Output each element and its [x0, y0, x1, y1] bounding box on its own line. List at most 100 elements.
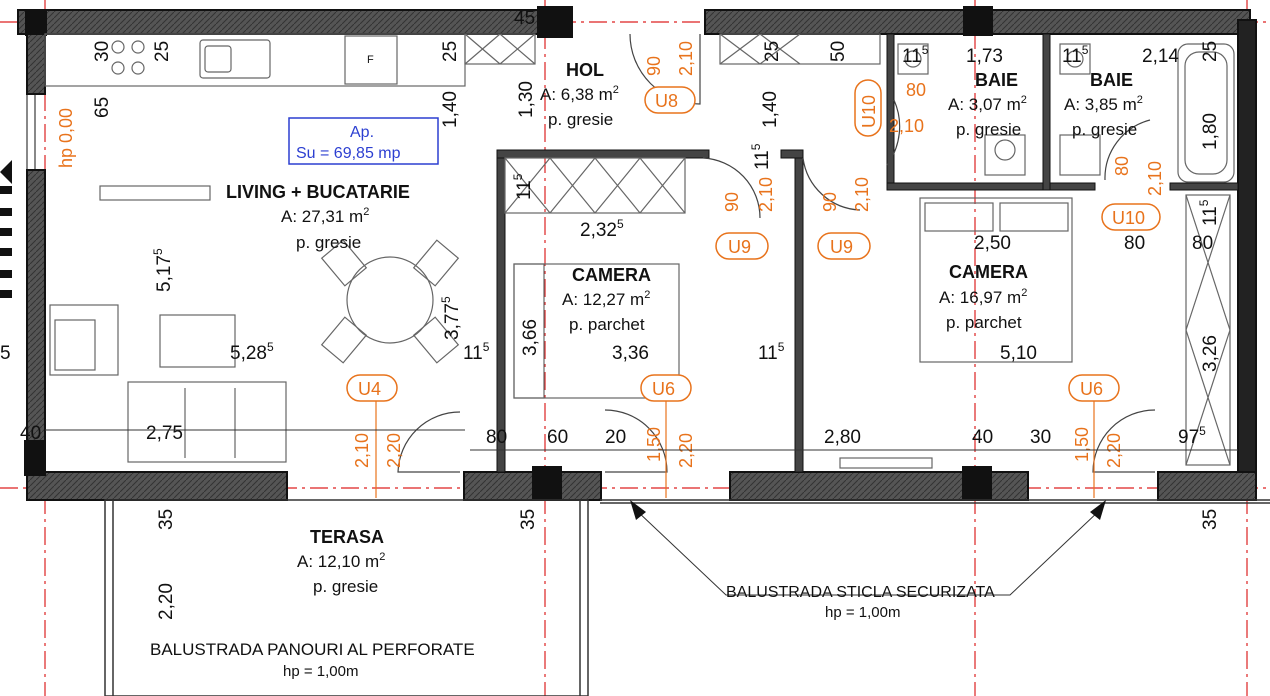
column-bottom-3	[962, 466, 992, 500]
svg-text:80: 80	[486, 427, 507, 448]
room-terasa-floor: p. gresie	[313, 577, 378, 596]
room-baie1-name: BAIE	[975, 70, 1018, 90]
svg-text:115: 115	[1062, 43, 1089, 67]
note-glass-railing: BALUSTRADA STICLA SECURIZATA	[726, 584, 995, 601]
svg-text:20: 20	[605, 427, 626, 448]
room-baie2-name: BAIE	[1090, 70, 1133, 90]
svg-text:2,10: 2,10	[352, 433, 372, 468]
wall-bottom-1	[26, 471, 288, 501]
svg-text:1,40: 1,40	[440, 91, 461, 128]
svg-text:2,10: 2,10	[852, 177, 872, 212]
svg-text:2,20: 2,20	[156, 583, 177, 620]
svg-text:115: 115	[463, 340, 490, 364]
room-baie2-floor: p. gresie	[1072, 120, 1137, 139]
column-top-2	[537, 6, 573, 38]
closet-hol	[464, 33, 1231, 466]
svg-text:60: 60	[547, 427, 568, 448]
svg-text:65: 65	[92, 97, 113, 118]
door-tag-u6-a: U6	[652, 379, 675, 399]
svg-text:80: 80	[906, 80, 926, 100]
svg-text:2,10: 2,10	[756, 177, 776, 212]
partition-mid-top	[780, 149, 804, 159]
room-camera2-area: A: 16,97 m2	[939, 287, 1027, 307]
door-tags	[346, 79, 1161, 402]
column-bottom-2	[532, 466, 562, 500]
svg-text:2,10: 2,10	[676, 41, 696, 76]
apartment-name: Ap.	[350, 124, 374, 141]
svg-text:80: 80	[1112, 156, 1132, 176]
svg-text:2,325: 2,325	[580, 217, 624, 241]
wall-bottom-4	[1157, 471, 1257, 501]
door-tag-u9-b: U9	[830, 237, 853, 257]
entry-arrow-icon	[0, 160, 12, 184]
room-hol-name: HOL	[566, 60, 604, 80]
partition-baie-bottom	[886, 182, 1061, 191]
svg-text:2,75: 2,75	[146, 423, 183, 444]
svg-text:1,40: 1,40	[760, 91, 781, 128]
bedroom-furniture	[513, 197, 1073, 469]
arrow-right-icon	[1090, 500, 1106, 520]
svg-text:3,26: 3,26	[1200, 335, 1221, 372]
svg-text:40: 40	[20, 423, 41, 444]
svg-text:35: 35	[1200, 509, 1221, 530]
svg-text:115: 115	[511, 173, 535, 200]
door-tag-u8: U8	[655, 91, 678, 111]
svg-text:40: 40	[972, 427, 993, 448]
svg-text:50: 50	[828, 41, 849, 62]
partition-baie2-bottom	[1049, 182, 1096, 191]
svg-text:2,14: 2,14	[1142, 46, 1179, 67]
note-panel-railing-height: hp = 1,00m	[283, 663, 358, 680]
svg-text:5: 5	[0, 343, 11, 364]
door-tag-u10-a: U10	[859, 95, 879, 128]
apartment-box	[288, 117, 439, 165]
svg-text:2,10: 2,10	[1145, 161, 1165, 196]
partition-baie-mid	[1042, 33, 1051, 191]
room-camera2-name: CAMERA	[949, 262, 1028, 282]
svg-text:25: 25	[1200, 41, 1221, 62]
svg-text:90: 90	[820, 192, 840, 212]
partition-mid	[794, 149, 804, 473]
svg-text:1,30: 1,30	[516, 81, 537, 118]
svg-text:2,80: 2,80	[824, 427, 861, 448]
column-top-3	[963, 6, 993, 36]
room-camera1-area: A: 12,27 m2	[562, 289, 650, 309]
svg-text:2,10: 2,10	[889, 116, 924, 136]
room-camera2-floor: p. parchet	[946, 313, 1022, 332]
door-swings	[397, 33, 1156, 473]
svg-text:115: 115	[902, 43, 929, 67]
note-glass-railing-height: hp = 1,00m	[825, 604, 900, 621]
left-window	[0, 93, 36, 298]
svg-text:90: 90	[644, 56, 664, 76]
svg-text:90: 90	[722, 192, 742, 212]
svg-text:115: 115	[758, 340, 785, 364]
room-living-name: LIVING + BUCATARIE	[226, 182, 410, 202]
svg-text:5,175: 5,175	[151, 248, 175, 292]
svg-text:1,50: 1,50	[1072, 427, 1092, 462]
room-terasa-area: A: 12,10 m2	[297, 551, 385, 571]
svg-text:2,20: 2,20	[384, 433, 404, 468]
arrow-left-icon	[630, 500, 646, 520]
walls	[17, 6, 1257, 501]
room-camera1-floor: p. parchet	[569, 315, 645, 334]
svg-text:115: 115	[1197, 199, 1221, 226]
svg-text:45: 45	[514, 8, 535, 29]
balustrade-callout	[635, 509, 1101, 596]
room-hol-floor: p. gresie	[548, 110, 613, 129]
room-baie1-area: A: 3,07 m2	[948, 94, 1027, 114]
svg-text:30: 30	[92, 41, 113, 62]
room-hol-area: A: 6,38 m2	[540, 84, 619, 104]
partition-baie2-right	[1169, 182, 1239, 191]
svg-text:2,50: 2,50	[974, 233, 1011, 254]
svg-text:3,775: 3,775	[439, 296, 463, 340]
opening-dimensions: hp 0,00 90 2,10 90 2,10 90 2,10 80 2,10 …	[56, 41, 1165, 468]
svg-text:5,285: 5,285	[230, 340, 274, 364]
svg-text:975: 975	[1178, 424, 1206, 448]
living-furniture	[49, 239, 460, 463]
svg-text:80: 80	[1124, 233, 1145, 254]
partition-hol-left	[496, 149, 506, 473]
room-baie1-floor: p. gresie	[956, 120, 1021, 139]
dimension-labels: 30 25 25 45 25 50 115 1,73 115 2,14 25 6…	[0, 8, 1221, 620]
room-terasa-name: TERASA	[310, 527, 384, 547]
door-tag-u4: U4	[358, 379, 381, 399]
room-baie2-area: A: 3,85 m2	[1064, 94, 1143, 114]
